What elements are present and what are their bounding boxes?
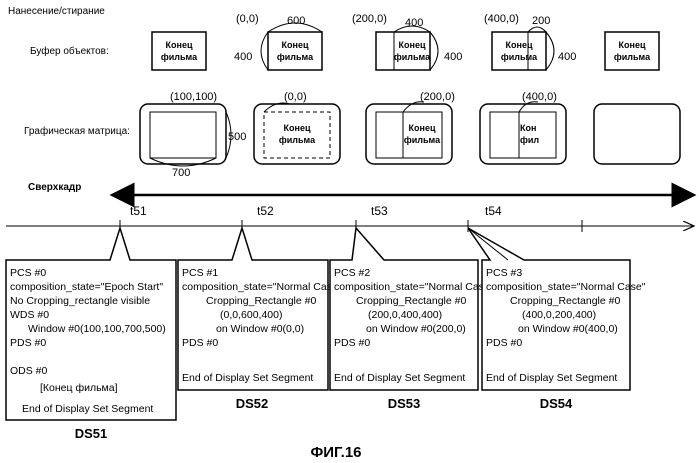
object-text: Конец [619, 40, 646, 50]
width-label: 400 [405, 17, 423, 29]
object-text: фильма [394, 52, 431, 62]
panel-line: [Конец фильма] [40, 382, 118, 394]
coord-label: (0,0) [284, 91, 307, 103]
panel-line: PDS #0 [486, 337, 522, 349]
object-text: фильма [277, 52, 314, 62]
height-label: 400 [444, 51, 462, 63]
object-text: фильма [501, 52, 538, 62]
object-buffer-row: Конец фильма Конец фильма (0,0) 600 400 … [152, 13, 659, 70]
graphics-plane-2 [254, 104, 340, 164]
panel-line: on Window #0(400,0) [518, 323, 618, 335]
object-text: Конец [166, 40, 193, 50]
time-label-t54: t54 [485, 204, 502, 218]
panel-line: composition_state="Epoch Start" [10, 281, 163, 293]
graphics-plane-4 [480, 104, 566, 164]
timeline: t51 t52 t53 t54 [6, 204, 694, 232]
width-label: 600 [287, 15, 305, 27]
object-text: Конец [284, 123, 311, 133]
object-text: Конец [506, 40, 533, 50]
object-text: Конец [409, 123, 436, 133]
panel-line: Cropping_Rectangle #0 [206, 295, 316, 307]
panel-line: PDS #0 [10, 337, 46, 349]
width-label: 200 [532, 15, 550, 27]
height-bracket [546, 32, 554, 70]
graphics-plane-3 [366, 104, 452, 164]
width-label: 700 [172, 167, 190, 179]
wipe-label: Нанесение/стирание [8, 6, 105, 17]
height-bracket [261, 32, 268, 70]
graphics-plane-label: Графическая матрица: [24, 125, 130, 137]
panel-line: on Window #0(200,0) [366, 323, 466, 335]
graphics-plane-row: (100,100) 500 700 Конец фильма (0,0) Кон… [140, 91, 680, 179]
ds-label-ds52: DS52 [236, 396, 269, 411]
panel-line: PCS #0 [10, 267, 46, 279]
panel-line: Cropping_Rectangle #0 [356, 295, 466, 307]
object-text: Конец [399, 40, 426, 50]
ds-label-ds51: DS51 [75, 426, 108, 441]
time-label-t51: t51 [130, 204, 147, 218]
graphics-plane-5 [594, 104, 680, 164]
panel-line: composition_state="Normal Case" [486, 281, 646, 293]
panel-line: (400,0,200,400) [522, 309, 596, 321]
object-box-1 [152, 32, 206, 70]
panel-line: End of Display Set Segment [486, 372, 617, 384]
time-label-t52: t52 [257, 204, 274, 218]
panel-line: composition_state="Normal Case" [334, 281, 494, 293]
coord-label: (0,0) [236, 13, 259, 25]
panel-line: End of Display Set Segment [182, 372, 313, 384]
panel-line: composition_state="Normal Case" [182, 281, 342, 293]
panel-line: (0,0,600,400) [220, 309, 282, 321]
object-buffer-label: Буфер объектов: [30, 45, 109, 57]
object-box-2 [268, 32, 322, 70]
height-bracket [430, 32, 438, 70]
coord-label: (400,0) [484, 13, 519, 25]
height-label: 500 [228, 131, 246, 143]
ds-label-ds54: DS54 [540, 396, 573, 411]
ds-label-ds53: DS53 [388, 396, 421, 411]
panel-line: PCS #3 [486, 267, 522, 279]
object-text: Кон [520, 123, 536, 133]
coord-label: (200,0) [352, 13, 387, 25]
object-text: фильма [161, 52, 198, 62]
coord-label: (200,0) [420, 91, 455, 103]
object-text: фильма [404, 135, 441, 145]
time-label-t53: t53 [371, 204, 388, 218]
panel-line: Window #0(100,100,700,500) [28, 323, 166, 335]
superframe-label: Сверхкадр [28, 182, 81, 193]
panel-line: No Cropping_rectangle visible [10, 295, 150, 307]
height-label: 400 [234, 51, 252, 63]
object-text: фильма [614, 52, 651, 62]
object-box-4 [492, 32, 546, 70]
panel-line: PDS #0 [182, 337, 218, 349]
panel-line: End of Display Set Segment [22, 403, 153, 415]
figure-caption: ФИГ.16 [310, 444, 361, 461]
panel-line: Cropping_Rectangle #0 [510, 295, 620, 307]
panel-line: ODS #0 [10, 365, 48, 377]
panel-line: on Window #0(0,0) [216, 323, 304, 335]
object-box-3 [376, 32, 430, 70]
coord-label: (100,100) [170, 91, 217, 103]
object-text: фильма [279, 135, 316, 145]
panel-line: End of Display Set Segment [334, 372, 465, 384]
object-text: фил [520, 135, 539, 145]
object-text: Конец [282, 40, 309, 50]
object-box-5 [605, 32, 659, 70]
panel-line: WDS #0 [10, 309, 49, 321]
panel-line: PCS #1 [182, 267, 218, 279]
panel-line: PCS #2 [334, 267, 370, 279]
window-rect [150, 112, 216, 158]
panel-line: (200,0,400,400) [368, 309, 442, 321]
coord-label: (400,0) [522, 91, 557, 103]
panel-line: PDS #0 [334, 337, 370, 349]
height-label: 400 [558, 51, 576, 63]
